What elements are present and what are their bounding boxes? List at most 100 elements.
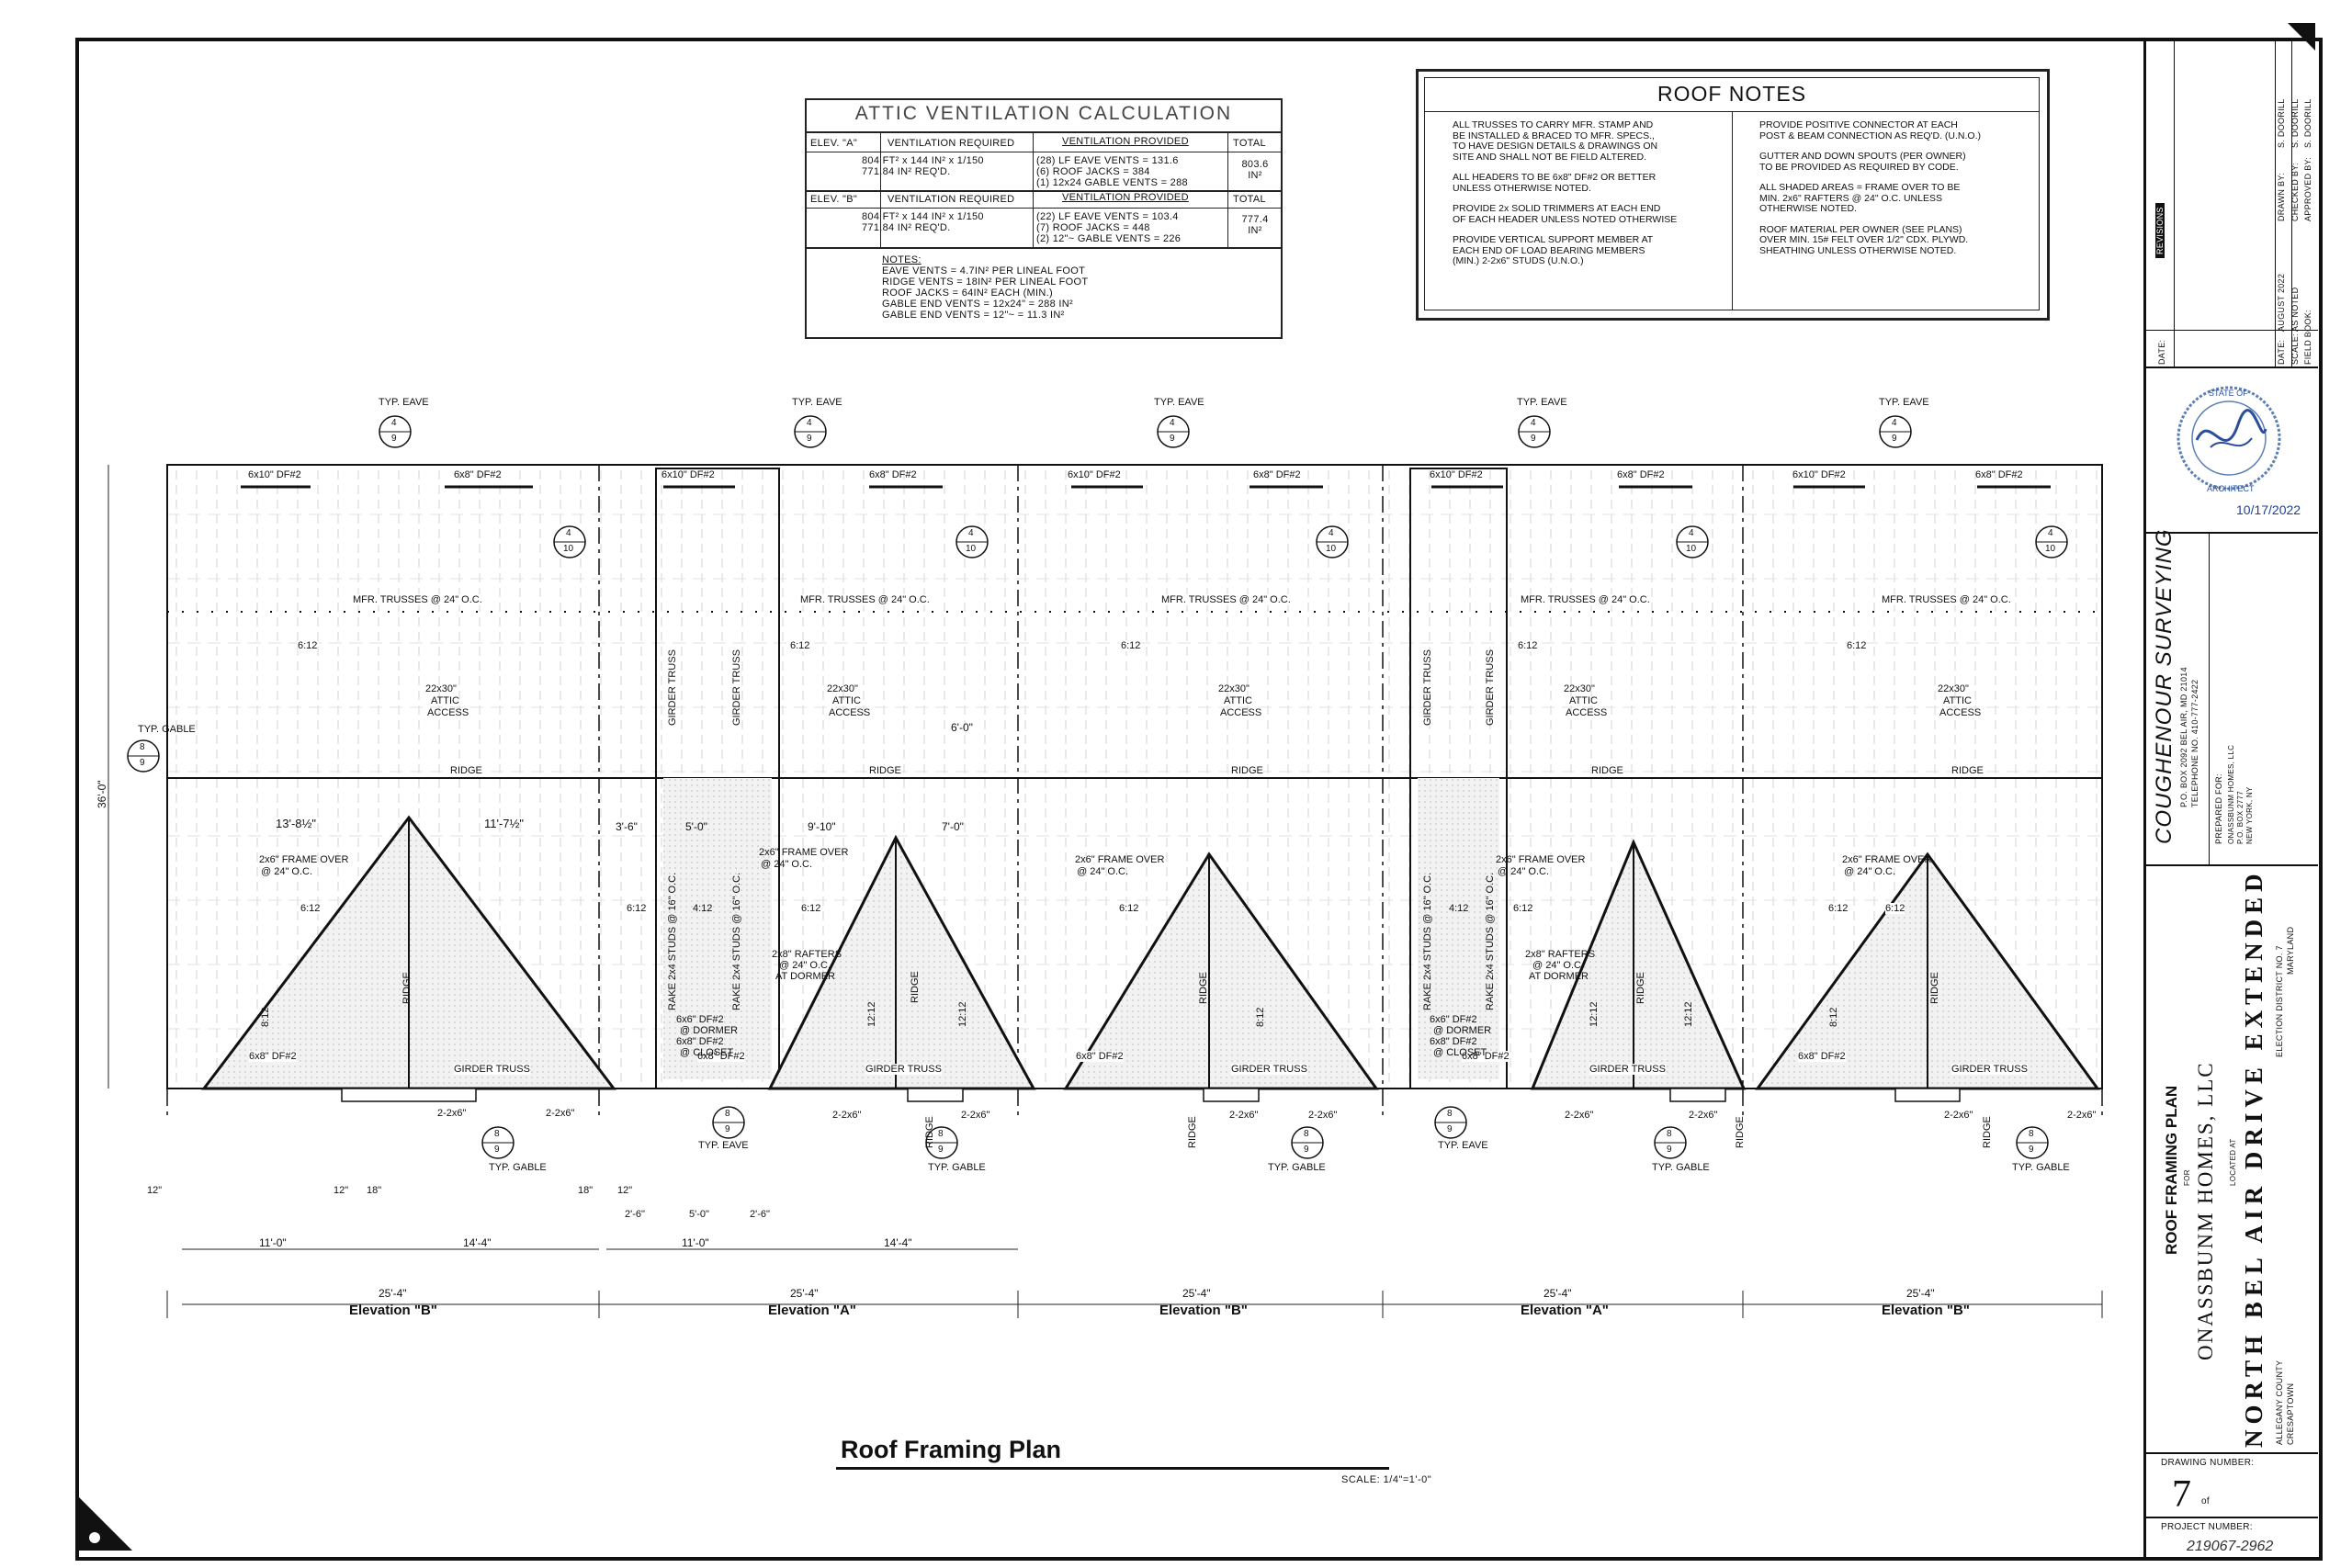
sheet-for: FOR [2183,1169,2191,1186]
dormer-shading [663,778,772,1079]
bubble-bottom: 10 [1686,544,1697,554]
bubble-top: 4 [1531,418,1536,428]
dormer-outline [1409,468,1508,1089]
dim-label: 11'-0" [259,1236,287,1249]
rake-studs: RAKE 2x4 STUDS @ 16" O.C. [731,872,742,1010]
dim-label: 2'-6" [750,1209,770,1220]
roof-note-line: UNLESS OTHERWISE NOTED. [1453,182,1591,194]
typ-eave-label: TYP. EAVE [1154,397,1204,408]
rafters: 2x8" RAFTERS [772,949,842,960]
scale-note: SCALE: 1/4"=1'-0" [1341,1474,1432,1485]
attic-title: ATTIC VENTILATION CALCULATION [854,103,1233,124]
dim-label: 12" [334,1185,349,1196]
porch-beam [1669,1088,1726,1102]
ridge-vertical-low: RIDGE [924,1116,935,1148]
elevation-label: Elevation "B" [1159,1303,1248,1318]
b-total: 777.4 IN² [1241,214,1269,236]
attic-access: ACCESS [1220,707,1262,718]
rake-studs: RAKE 2x4 STUDS @ 16" O.C. [667,872,678,1010]
typ-gable-label: TYP. GABLE [1268,1162,1326,1173]
seal-state: STATE OF [2209,389,2248,398]
firm-name: COUGHENOUR SURVEYING [2152,528,2177,844]
bubble-bottom: 9 [1667,1145,1672,1155]
bubble-bottom: 10 [563,544,574,554]
roof-note-line: SHEATHING UNLESS OTHERWISE NOTED. [1759,244,1957,256]
ridge-label: RIDGE [1591,765,1623,776]
a-req-1: 804 FT² x 144 IN² x 1/150 [862,155,984,166]
drawn-by-value: S. DOORILL [2277,98,2286,148]
col-line [1227,131,1228,247]
typ-gable-label: TYP. GABLE [1652,1162,1710,1173]
header-label: 6x8" DF#2 [1462,1051,1510,1062]
frame-over: 2x6" FRAME OVER [259,854,349,865]
date-value: AUGUST 2022 [2277,273,2286,332]
bubble-bottom: 10 [966,544,977,554]
pitch-label: 6:12 [1121,640,1141,651]
dormer-note: @ CLOSET [1433,1047,1487,1058]
revisions-area: REVISIONS DATE: DATE: AUGUST 2022 SCALE:… [2146,38,2318,368]
revisions-label: REVISIONS [2155,203,2165,258]
girder-truss-label: GIRDER TRUSS [1951,1064,2028,1075]
a-total: 803.6 IN² [1241,159,1269,181]
corner-dot [89,1532,100,1543]
rafters: AT DORMER [775,971,835,982]
hdr-vent-req-b: VENTILATION REQUIRED [888,194,1015,205]
attic-access: 22x30" [1938,683,1969,694]
girder-truss-label: GIRDER TRUSS [1231,1064,1307,1075]
header-label: 6x8" DF#2 [249,1051,297,1062]
dormer-note: 6x8" DF#2 [676,1036,724,1047]
hdr-vent-req: VENTILATION REQUIRED [888,138,1015,149]
dim-label: 5'-0" [685,820,707,833]
roof-note-line: OTHERWISE NOTED. [1759,203,1857,214]
header-label: 6x8" DF#2 [1617,469,1665,480]
attic-access: ATTIC [431,695,459,706]
pitch-vertical: 8:12 [260,1007,271,1027]
ridge-vertical: RIDGE [1929,972,1940,1004]
rafters: @ 24" O.C. [779,960,831,971]
attic-access: 22x30" [1218,683,1250,694]
girder-truss-label: GIRDER TRUSS [1589,1064,1666,1075]
client-addr-1: P.O. BOX 2777 [2236,790,2245,844]
roof-note-line: SITE AND SHALL NOT BE FIELD ALTERED. [1453,151,1647,163]
ridge-vertical-low: RIDGE [1187,1116,1198,1148]
project-number: 219067-2962 [2187,1539,2274,1554]
two-2x6: 2-2x6" [1689,1110,1718,1121]
rev-col-line [2174,38,2175,367]
roof-notes-right: PROVIDE POSITIVE CONNECTOR AT EACH POST … [1759,119,1982,256]
seal-area: STATE OF ARCHITECT 10/17/2022 [2146,367,2318,534]
bubble-bottom: 9 [494,1145,500,1155]
dim-label: 12" [147,1185,163,1196]
typ-gable-label: TYP. GABLE [2012,1162,2070,1173]
dim-label: 25'-4" [1906,1287,1935,1300]
sheet-title-area: ROOF FRAMING PLAN FOR ONASSBUNM HOMES, L… [2146,864,2318,1454]
dim-label: 2'-6" [625,1209,645,1220]
header-label: 6x8" DF#2 [1798,1051,1846,1062]
bubble-bottom: 9 [2029,1145,2034,1155]
dormer-note: 6x6" DF#2 [676,1014,724,1025]
approved-by-value: S. DOORILL [2303,98,2312,148]
frame-over: 2x6" FRAME OVER [1075,854,1165,865]
hdr-total: TOTAL [1233,138,1266,149]
a-prov-1: (28) LF EAVE VENTS = 131.6 [1036,155,1179,166]
seal-date: 10/17/2022 [2236,502,2301,517]
drawn-by-label: DRAWN BY: [2277,173,2286,221]
drawing-number: 7 [2172,1473,2191,1516]
a-prov-3: (1) 12x24 GABLE VENTS = 288 [1036,177,1188,188]
dim-label: 13'-8½" [276,817,316,830]
checked-by-value: S. DOORILL [2290,98,2300,148]
pitch-label: 6:12 [298,640,318,651]
note-4: GABLE END VENTS = 12x24" = 288 IN² [882,299,1073,310]
pitch-label: 6:12 [1513,903,1533,914]
pitch-label: 6:12 [801,903,821,914]
frame-over: @ 24" O.C. [1844,866,1896,877]
roof-note-line: ALL SHADED AREAS = FRAME OVER TO BE [1759,182,1961,193]
roof-note-line: POST & BEAM CONNECTION AS REQ'D. (U.N.O.… [1759,130,1982,141]
date-value-label: DATE: [2277,339,2286,365]
bubble-bottom: 9 [1531,434,1536,444]
pitch-vertical: 12:12 [866,1001,877,1027]
bubble-top: 4 [391,418,397,428]
rev-col-line [2275,38,2276,367]
pitch-label: 6:12 [1885,903,1905,914]
b-req-2: 771.84 IN² REQ'D. [862,222,951,233]
dormer-shading [1418,778,1499,1079]
